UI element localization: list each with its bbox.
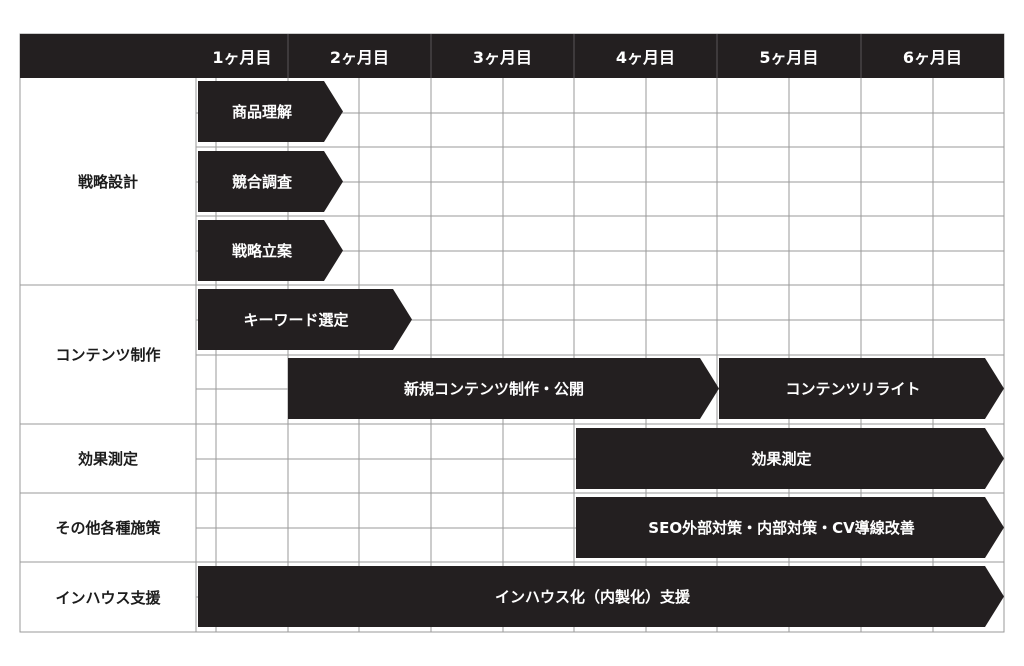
category-strategy: 戦略設計 bbox=[77, 173, 138, 191]
category-measurement: 効果測定 bbox=[77, 450, 138, 468]
task-keyword-selection: キーワード選定 bbox=[243, 311, 349, 329]
task-content-rewrite: コンテンツリライト bbox=[785, 380, 921, 398]
task-arrow-2 bbox=[198, 220, 343, 281]
category-other-measures: その他各種施策 bbox=[55, 519, 161, 537]
month-header-1: 1ヶ月目 bbox=[212, 48, 272, 67]
task-arrow-8 bbox=[198, 566, 1004, 627]
header-band bbox=[20, 34, 1004, 78]
task-inhouse-support: インハウス化（内製化）支援 bbox=[494, 588, 690, 606]
month-header-5: 5ヶ月目 bbox=[759, 48, 819, 67]
month-header-2: 2ヶ月目 bbox=[329, 48, 390, 67]
month-header-6: 6ヶ月目 bbox=[902, 48, 963, 67]
task-effect-measurement: 効果測定 bbox=[751, 450, 812, 468]
task-seo-measures: SEO外部対策・内部対策・CV導線改善 bbox=[648, 519, 915, 537]
task-arrow-5 bbox=[719, 358, 1004, 419]
task-arrow-4 bbox=[288, 358, 719, 419]
task-competitor-research: 競合調査 bbox=[231, 173, 292, 191]
month-header-4: 4ヶ月目 bbox=[615, 48, 676, 67]
category-content: コンテンツ制作 bbox=[55, 346, 161, 364]
task-product-understanding: 商品理解 bbox=[231, 103, 292, 121]
task-arrow-0 bbox=[198, 81, 343, 142]
month-header-3: 3ヶ月目 bbox=[472, 48, 533, 67]
task-arrow-6 bbox=[576, 428, 1004, 489]
task-strategy-planning: 戦略立案 bbox=[231, 242, 292, 260]
task-arrow-1 bbox=[198, 151, 343, 212]
task-new-content: 新規コンテンツ制作・公開 bbox=[403, 380, 584, 398]
task-arrow-7 bbox=[576, 497, 1004, 558]
task-arrow-3 bbox=[198, 289, 412, 350]
category-inhouse: インハウス支援 bbox=[55, 588, 161, 607]
